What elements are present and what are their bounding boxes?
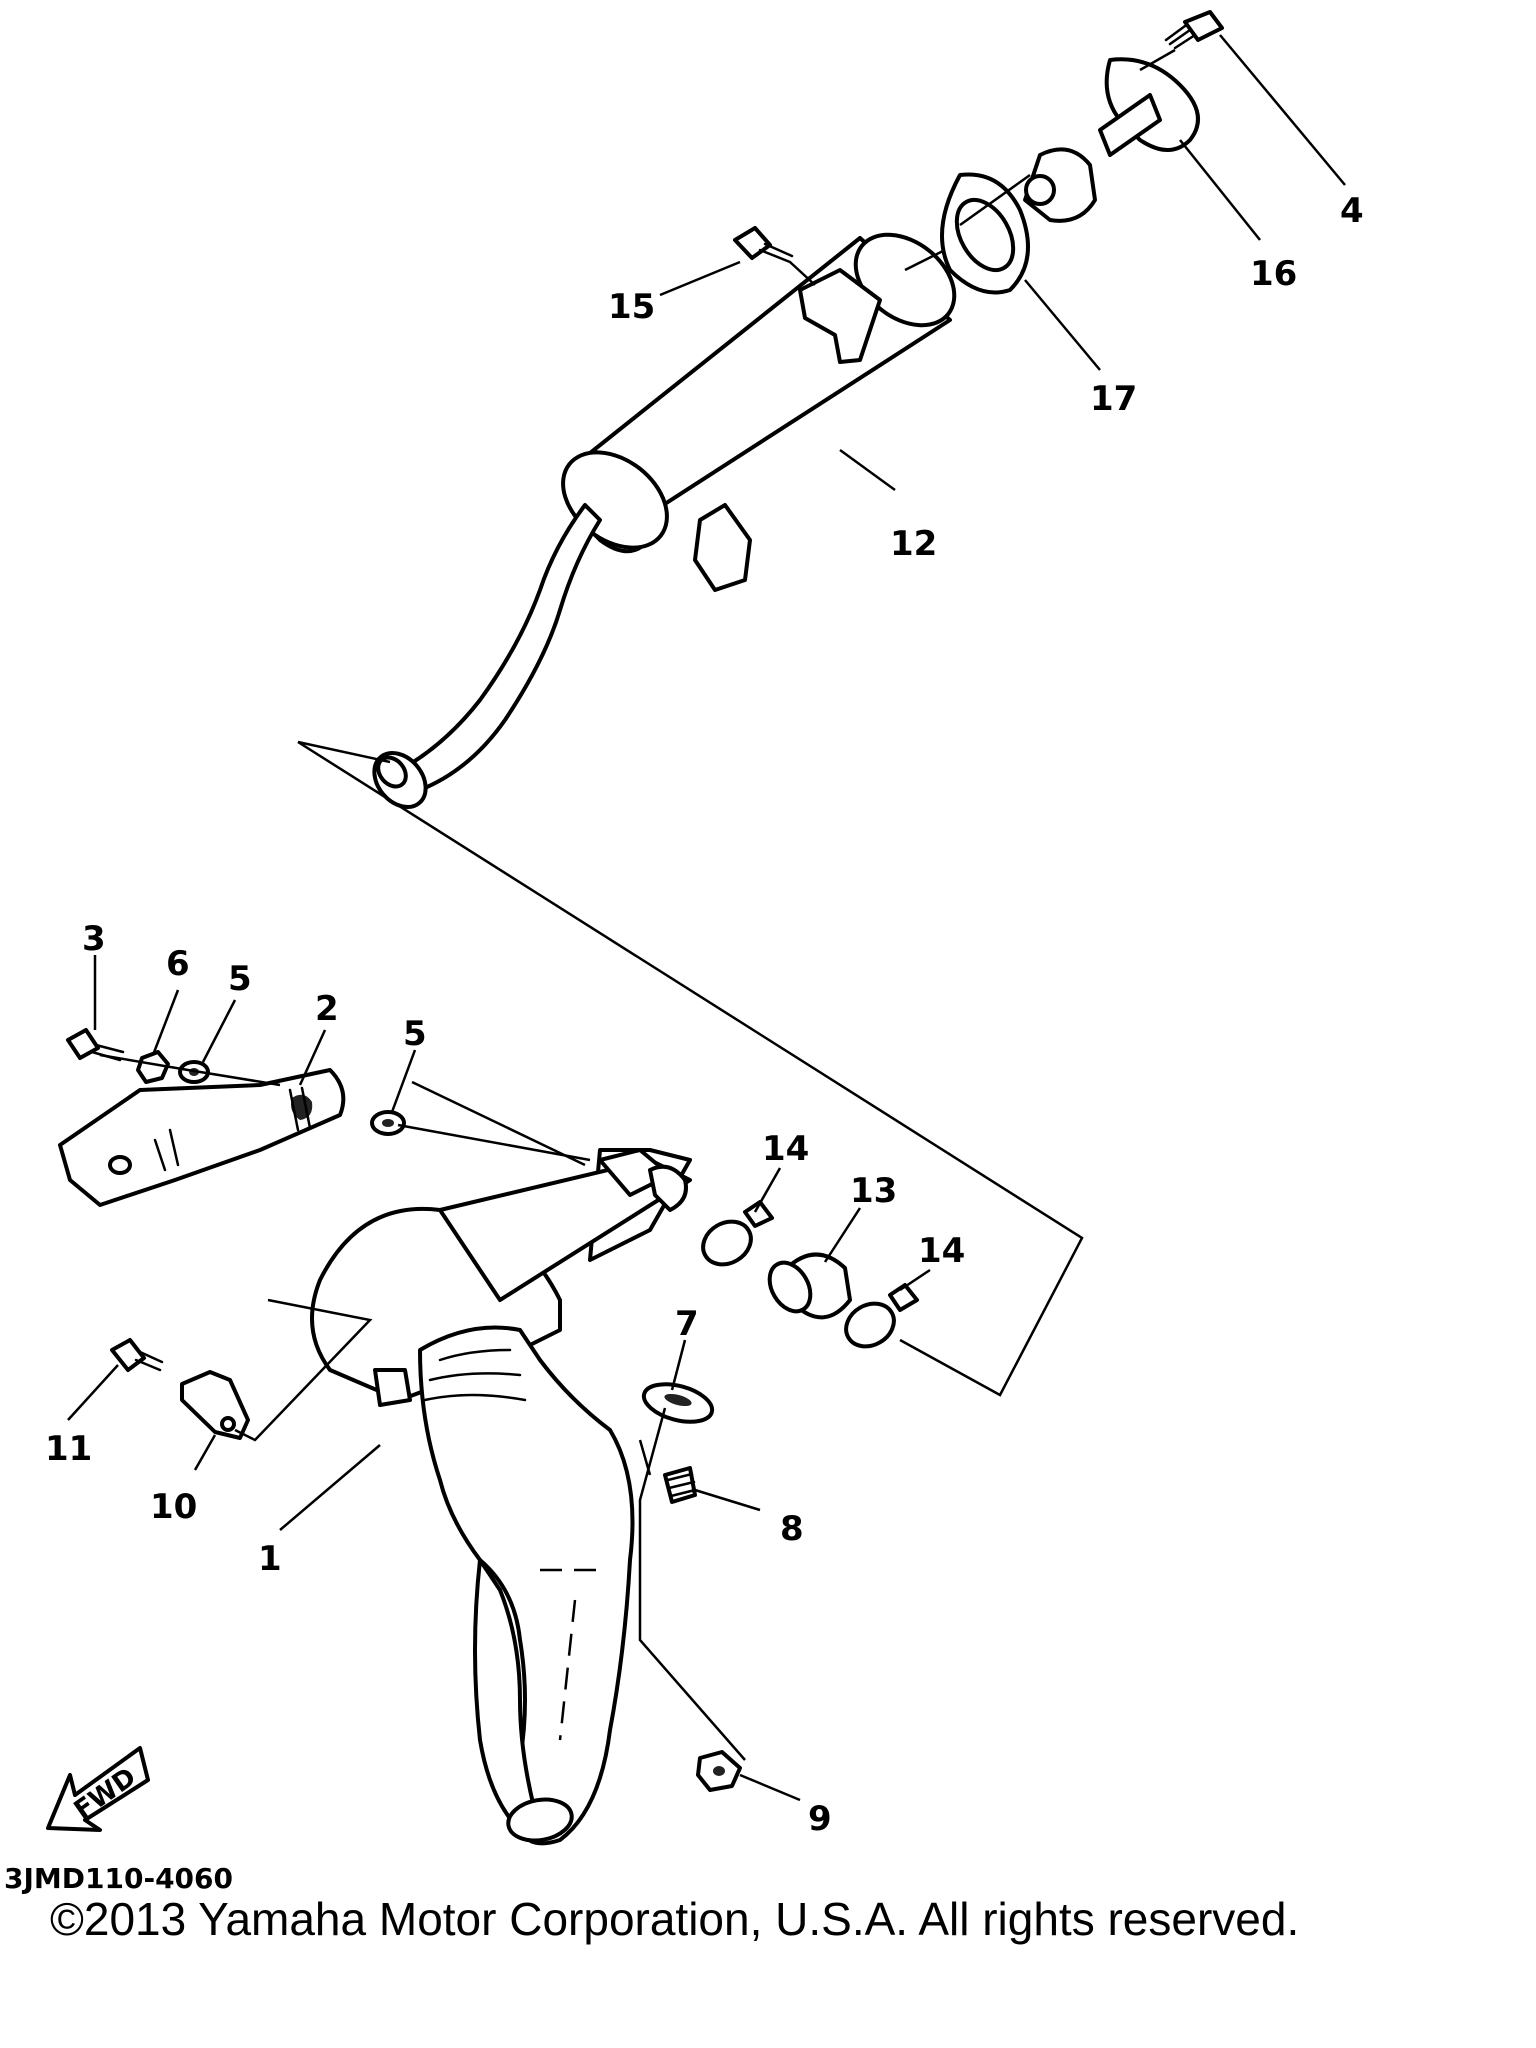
gasket-part-17: [940, 172, 1030, 295]
nut-part-6: [136, 1050, 170, 1084]
callout-2: 2: [315, 989, 339, 1029]
callout-4: 4: [1340, 191, 1364, 231]
callout-10: 10: [150, 1487, 197, 1527]
callout-12: 12: [890, 524, 937, 564]
washer-part-5b: [370, 1110, 406, 1136]
callout-1: 1: [258, 1539, 282, 1579]
nut-part-9: [696, 1750, 742, 1792]
joint-part-13: [767, 1252, 852, 1320]
assembly-lines: [99, 48, 1176, 1761]
fwd-arrow-icon: FWD: [46, 1746, 150, 1832]
grommet-part-7: [641, 1382, 715, 1424]
stay-part-2: [58, 1068, 346, 1207]
callout-11: 11: [45, 1429, 92, 1469]
leader-lines: [67, 34, 1346, 1802]
bracket-part-10: [180, 1370, 250, 1440]
callout-labels: 4 16 17 12 15 3 6 5 2 5 14 13 14 7 8 9 1…: [45, 191, 1364, 1839]
callout-6: 6: [166, 944, 190, 984]
copyright-notice: ©2013 Yamaha Motor Corporation, U.S.A. A…: [50, 1893, 1300, 1945]
callout-3: 3: [82, 919, 106, 959]
callout-5a: 5: [228, 959, 252, 999]
callout-17: 17: [1090, 379, 1137, 419]
clamp-part-14a: [701, 1200, 774, 1267]
callout-8: 8: [780, 1509, 804, 1549]
bolt-part-11: [110, 1338, 164, 1372]
drawing-code: 3JMD110-4060: [4, 1862, 234, 1895]
muffler-part-12: [372, 232, 957, 809]
callout-14b: 14: [918, 1231, 965, 1271]
callout-15: 15: [608, 287, 655, 327]
callout-5b: 5: [403, 1014, 427, 1054]
callout-7: 7: [675, 1304, 699, 1344]
exhaust-pipe-part-1: [310, 1148, 692, 1846]
stud-part-8: [663, 1466, 697, 1504]
clamp-part-14b: [844, 1283, 919, 1349]
bolt-part-4: [1164, 10, 1224, 50]
callout-14a: 14: [762, 1129, 809, 1169]
callout-13: 13: [850, 1171, 897, 1211]
callout-9: 9: [808, 1799, 832, 1839]
bolt-part-3: [66, 1028, 125, 1062]
callout-16: 16: [1250, 254, 1297, 294]
bolt-part-15: [733, 226, 794, 264]
tail-pipe-part-16: [1023, 57, 1200, 223]
